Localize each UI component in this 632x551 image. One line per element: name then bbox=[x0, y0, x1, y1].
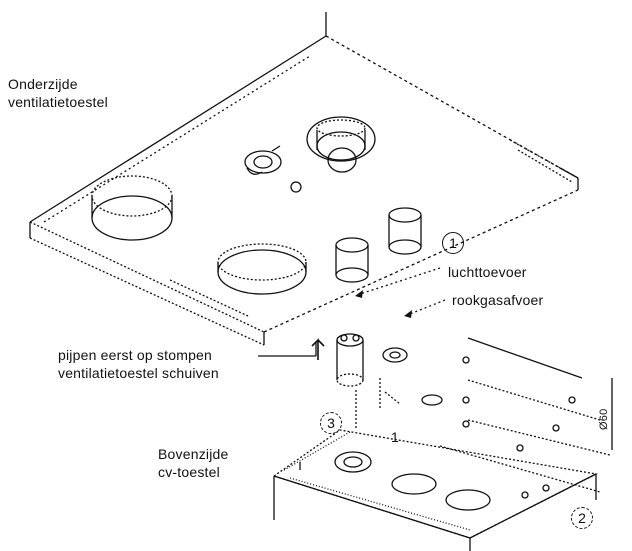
label-pijpen-line1: pijpen eerst op stompen bbox=[58, 347, 213, 363]
middle-pipes bbox=[312, 334, 442, 430]
label-bovenzijde-line1: Bovenzijde bbox=[158, 446, 229, 462]
side-dimension-text: Ø60 bbox=[598, 408, 610, 430]
side-plates bbox=[440, 338, 612, 492]
callout-2: 2 bbox=[571, 507, 593, 529]
label-pijpen-line2: ventilatietoestel schuiven bbox=[58, 365, 219, 381]
pipe-stubs bbox=[336, 208, 421, 282]
callout-3: 3 bbox=[320, 412, 342, 434]
label-luchttoevoer: luchttoevoer bbox=[448, 264, 527, 280]
callout-1: 1 bbox=[442, 232, 464, 254]
cv-unit-top bbox=[274, 430, 596, 551]
label-rookgasafvoer: rookgasafvoer bbox=[452, 292, 544, 308]
label-onderzijde-line1: Onderzijde bbox=[8, 76, 78, 92]
flow-arrows bbox=[360, 268, 445, 314]
ventilation-unit-panel bbox=[30, 12, 578, 345]
label-onderzijde-line2: ventilatietoestel bbox=[8, 94, 108, 110]
callout-1-small: 1 bbox=[391, 429, 399, 445]
label-bovenzijde-line2: cv-toestel bbox=[158, 464, 220, 480]
